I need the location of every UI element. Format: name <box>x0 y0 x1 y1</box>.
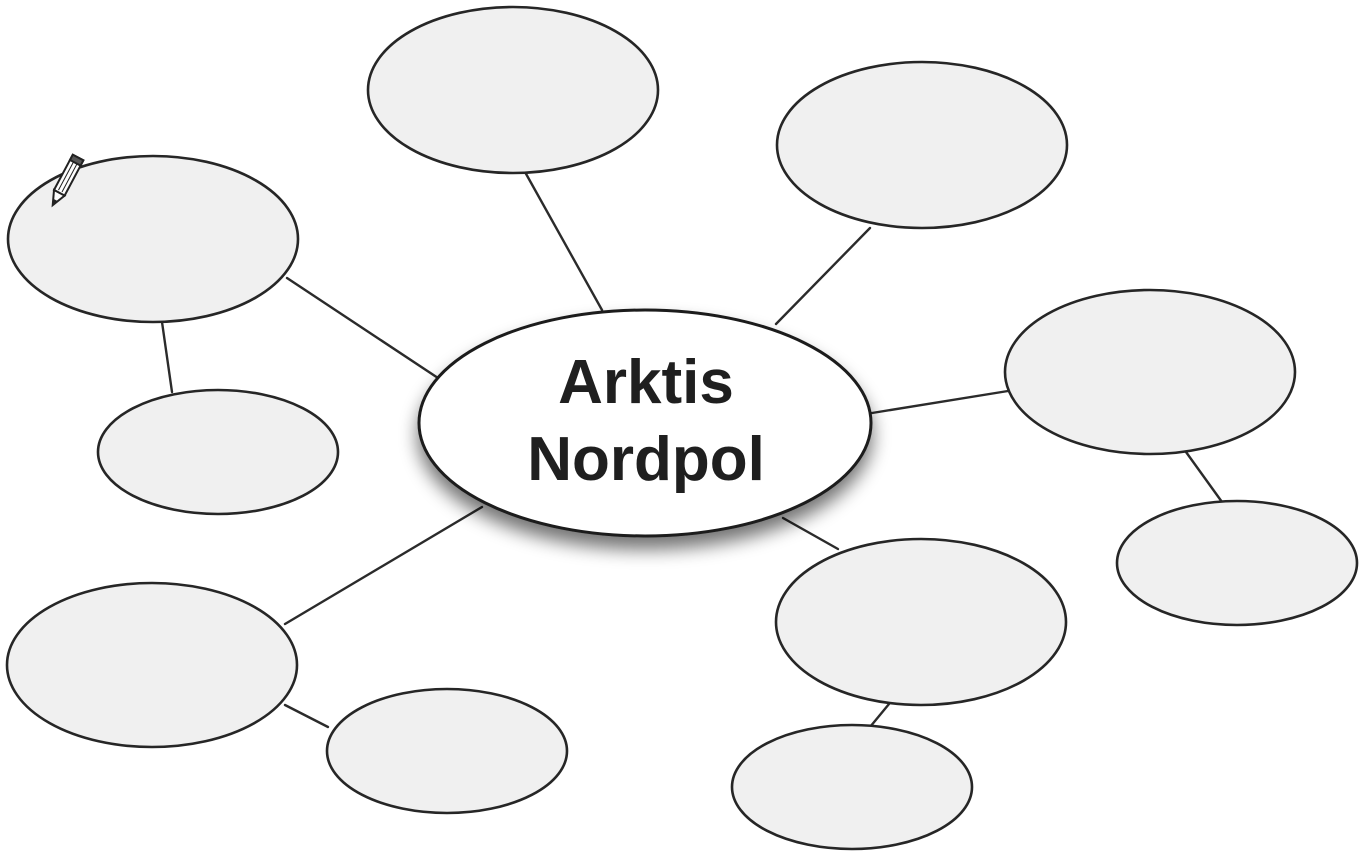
bubble-bottom-right[interactable] <box>774 537 1068 707</box>
connector-bottom-left <box>283 505 484 626</box>
bubble-right[interactable] <box>1003 288 1297 456</box>
pencil-icon <box>51 153 85 208</box>
center-ellipse <box>417 308 873 538</box>
connector-left-upper <box>285 276 440 380</box>
center-topic: Arktis Nordpol <box>417 308 873 538</box>
bubble-bottom-left-child[interactable] <box>325 687 569 815</box>
connector-right-child <box>1184 450 1224 504</box>
bubble-top-right[interactable] <box>775 60 1069 230</box>
connector-bottom-right-child <box>868 702 891 729</box>
connector-bottom-right <box>781 516 840 551</box>
connector-top-right <box>774 226 872 326</box>
bubble-left-upper[interactable] <box>6 154 300 324</box>
bubble-bottom-right-child[interactable] <box>730 723 974 851</box>
center-title-line2: Nordpol <box>527 425 765 494</box>
center-title-line1: Arktis <box>558 348 734 417</box>
bubble-top[interactable] <box>366 5 660 175</box>
bubble-left-upper-child[interactable] <box>96 388 340 516</box>
connector-left-upper-child <box>160 320 174 394</box>
bubble-bottom-left[interactable] <box>5 581 299 749</box>
connector-top <box>523 170 604 312</box>
bubble-right-child[interactable] <box>1115 499 1359 627</box>
connectors <box>160 170 1224 729</box>
connector-right <box>870 389 1010 415</box>
bubbles <box>5 5 1359 851</box>
connector-bottom-left-child <box>283 703 330 729</box>
